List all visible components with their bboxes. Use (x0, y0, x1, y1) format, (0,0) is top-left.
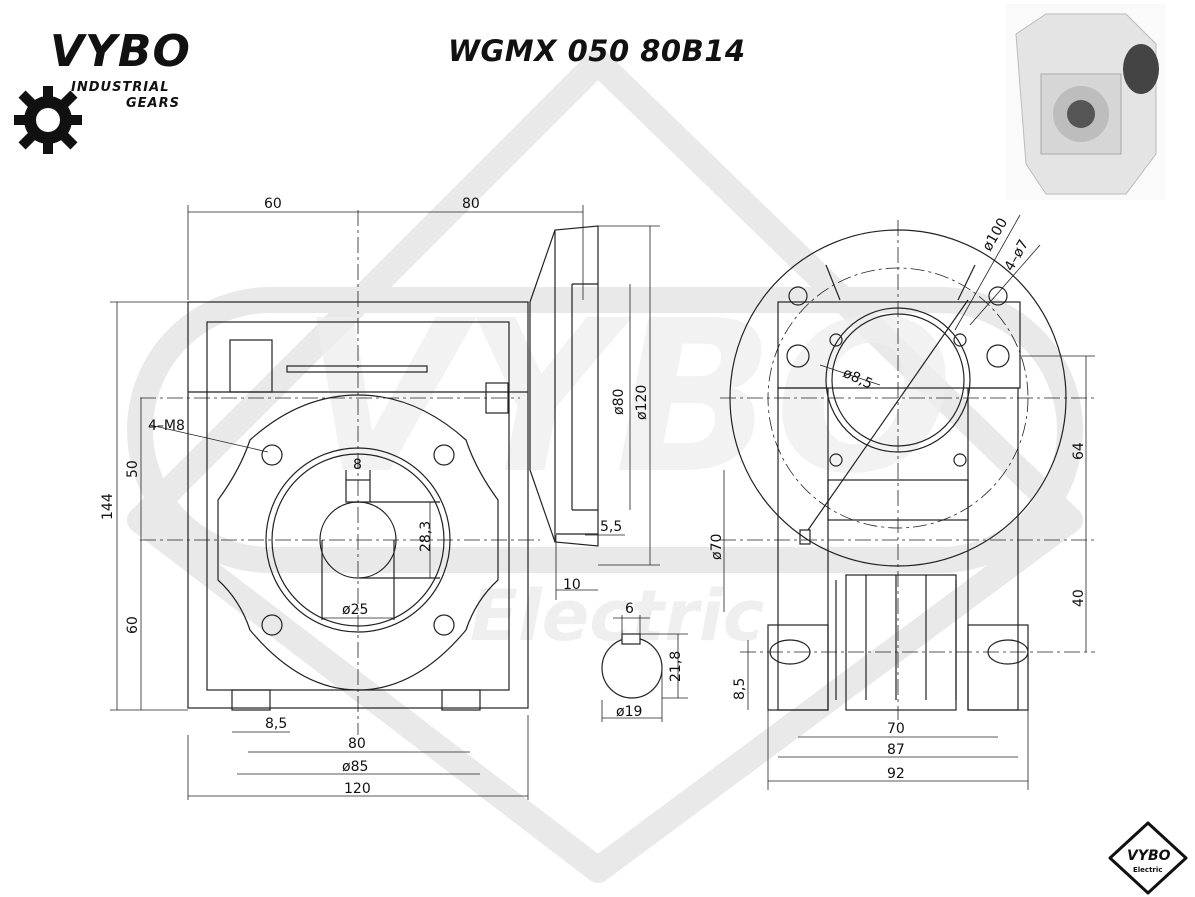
front-dimension-lines (110, 205, 584, 800)
brand-badge: VYBO Electric (1108, 821, 1188, 895)
right-view (720, 220, 1095, 720)
shaft-section-view (601, 615, 688, 722)
dim-front-foot-spacing: 80 (348, 736, 366, 752)
watermark-subtext: Electric (470, 575, 764, 657)
dim-front-key-depth: 28,3 (418, 521, 434, 552)
dim-right-foot-mid: 87 (887, 742, 905, 758)
badge-sub: Electric (1133, 866, 1162, 874)
brand-line-1: INDUSTRIAL (71, 80, 170, 95)
page-title: WGMX 050 80B14 (448, 34, 746, 68)
brand-name: VYBO (50, 26, 191, 77)
dim-front-top-left: 60 (264, 196, 282, 212)
dim-front-foot-offset: 8,5 (265, 716, 287, 732)
dim-flange-thickness: 10 (563, 577, 581, 593)
dim-flange-spigot: 5,5 (600, 519, 622, 535)
dim-shaft-key-width: 6 (625, 601, 634, 617)
dimension-labels: 60 80 144 50 60 4–M8 8 28,3 ø25 8,5 80 ø… (100, 196, 1087, 797)
dim-front-height-total: 144 (100, 493, 116, 520)
dim-front-bore: ø25 (342, 602, 368, 618)
dim-front-bolt-label: 4–M8 (148, 418, 185, 434)
dim-right-upper-height: 64 (1071, 442, 1087, 460)
dim-front-flange-dia: ø85 (342, 759, 368, 775)
dim-right-lower-height: 40 (1071, 589, 1087, 607)
dim-front-key-width: 8 (353, 457, 362, 473)
dim-front-top-right: 80 (462, 196, 480, 212)
dim-flange-dia-outer: ø120 (634, 385, 650, 420)
side-flange-view (529, 225, 660, 600)
dim-right-foot-inner: 70 (887, 721, 905, 737)
dim-right-holes: 4–ø7 (1002, 237, 1033, 274)
dim-flange-dia-inner: ø80 (611, 389, 627, 415)
dim-front-height-upper: 50 (125, 460, 141, 478)
brand-logo: VYBO INDUSTRIAL GEARS (8, 18, 208, 158)
watermark-text: VYBO (300, 275, 953, 520)
front-view (140, 210, 540, 735)
gear-icon (14, 86, 82, 154)
dim-right-pcd: ø100 (980, 215, 1012, 254)
dim-right-foot-height: 8,5 (732, 678, 748, 700)
product-photo (1006, 4, 1166, 200)
dim-shaft-diameter: ø19 (616, 704, 642, 720)
watermark (127, 49, 1083, 883)
badge-name: VYBO (1127, 848, 1171, 864)
dim-front-height-lower: 60 (125, 616, 141, 634)
right-dimension-lines (723, 214, 1095, 790)
dim-shaft-key-height: 21,8 (668, 651, 684, 682)
dim-right-foot-outer: 92 (887, 766, 905, 782)
dim-front-base-width: 120 (344, 781, 371, 797)
dim-right-shaft-height: ø70 (709, 534, 725, 560)
brand-line-2: GEARS (126, 96, 180, 111)
